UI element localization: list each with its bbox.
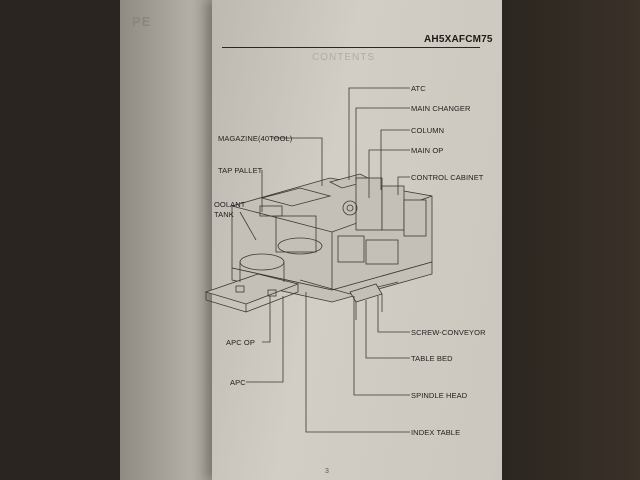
label-apc-op: APC OP — [226, 338, 255, 347]
background-surface — [502, 0, 640, 480]
label-control-cabinet: CONTROL CABINET — [411, 173, 484, 182]
label-main-op: MAIN OP — [411, 146, 444, 155]
document-code: AH5XAFCM75 — [424, 34, 493, 45]
label-tap-pallet: TAP PALLET — [218, 166, 263, 175]
ghost-heading: CONTENTS — [312, 52, 375, 63]
label-atc: ATC — [411, 84, 426, 93]
left-page — [120, 0, 220, 480]
label-screw-conveyor: SCREW-CONVEYOR — [411, 328, 486, 337]
label-index-table: INDEX TABLE — [411, 428, 461, 437]
label-apc: APC — [230, 378, 246, 387]
label-magazine: MAGAZINE(40TOOL) — [218, 134, 293, 143]
page-number: 3 — [325, 468, 329, 475]
label-main-changer: MAIN CHANGER — [411, 104, 471, 113]
header-rule — [222, 47, 480, 48]
left-page-ghost-text: PE — [132, 14, 152, 29]
label-column: COLUMN — [411, 126, 445, 135]
machine-outline — [204, 173, 433, 320]
label-coolant-tank: OOLANT TANK — [214, 200, 246, 219]
label-spindle-head: SPINDLE HEAD — [411, 391, 468, 400]
leader-lines — [239, 87, 410, 433]
label-table-bed: TABLE BED — [411, 354, 453, 363]
